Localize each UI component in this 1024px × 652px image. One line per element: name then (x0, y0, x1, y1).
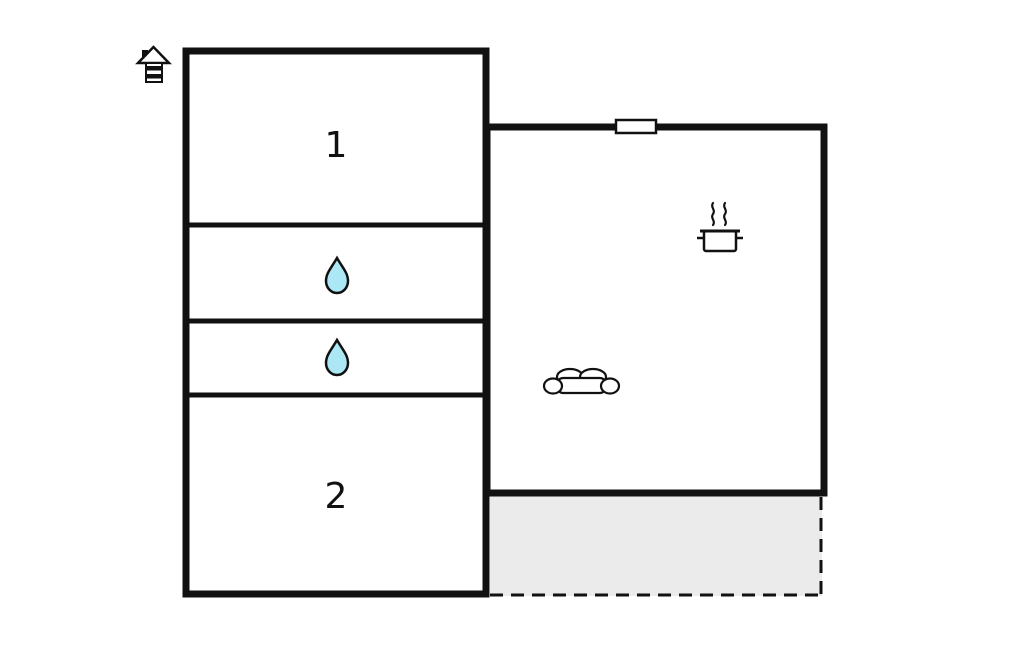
water-drop-icon (324, 255, 350, 295)
room-1-label: 1 (324, 125, 348, 166)
window (614, 118, 658, 135)
cooking-pot-icon (697, 201, 743, 253)
bedroom-building-walls (182, 47, 490, 598)
terrace (490, 495, 823, 597)
living-room-walls (483, 123, 828, 497)
well-icon (135, 45, 172, 83)
water-drop-icon (324, 337, 350, 377)
room-2-label: 2 (324, 476, 348, 517)
sofa-icon (542, 367, 621, 395)
